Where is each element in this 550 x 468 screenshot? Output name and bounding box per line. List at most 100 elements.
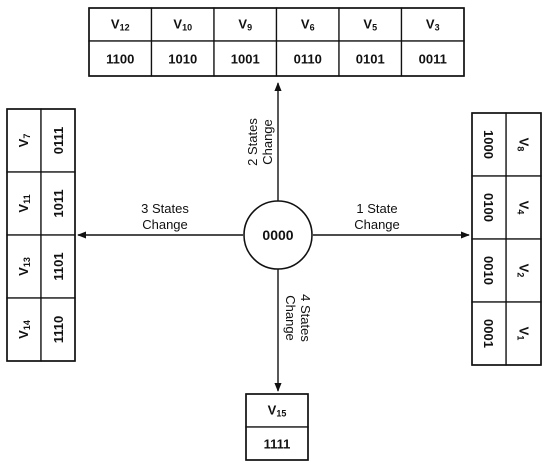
- state-code-label: 0101: [356, 52, 385, 67]
- state-vector-label-subscript: 1: [516, 335, 526, 340]
- state-vector-label-letter: V: [301, 17, 310, 32]
- state-vector-label-letter: V: [363, 17, 372, 32]
- state-vector-label: V14: [16, 320, 32, 339]
- state-vector-label-letter: V: [16, 138, 31, 147]
- state-vector-label: V4: [516, 201, 532, 215]
- left-caption-line2: Change: [142, 217, 188, 232]
- code-cell: [40, 171, 76, 236]
- state-code-label: 0111: [51, 127, 66, 155]
- bottom-caption-line1: 4 States: [298, 294, 313, 342]
- rotated-code-group: 0001: [481, 319, 496, 348]
- state-code-label: 1101: [51, 252, 66, 280]
- state-vector-label-letter: V: [517, 201, 532, 210]
- left-caption-line1: 3 States: [141, 201, 189, 216]
- vector-cell: [338, 7, 403, 42]
- state-vector-label-letter: V: [426, 17, 435, 32]
- state-vector-label-subscript: 2: [516, 272, 526, 277]
- state-vector-label: V3: [426, 17, 440, 33]
- state-vector-label-subscript: 8: [516, 146, 526, 151]
- state-code-label: 1000: [481, 130, 496, 159]
- state-vector-label-subscript: 14: [22, 320, 32, 330]
- state-code-label: 0110: [294, 52, 322, 67]
- state-vector-label-letter: V: [517, 327, 532, 336]
- state-vector-label: V9: [238, 17, 252, 33]
- table-border: [471, 112, 542, 366]
- state-vector-label-letter: V: [517, 264, 532, 273]
- right-caption-line1: 1 State: [356, 201, 397, 216]
- state-code-label: 0001: [481, 319, 496, 348]
- state-vector-label: V11: [16, 194, 32, 212]
- state-code-label: 0100: [481, 193, 496, 222]
- vector-cell: [505, 112, 542, 177]
- state-vector-label: V7: [16, 134, 32, 148]
- rotated-code-group: 0111: [51, 127, 66, 155]
- state-vector-label-subscript: 9: [247, 23, 252, 33]
- state-code-label: 1111: [264, 437, 291, 452]
- state-vector-label: V13: [16, 257, 32, 276]
- state-vector-label: V6: [301, 17, 315, 33]
- table-border: [88, 7, 465, 77]
- center-state-label: 0000: [262, 227, 293, 243]
- rotated-code-group: 1000: [481, 130, 496, 159]
- vector-cell: [6, 234, 42, 299]
- rotated-code-group: 0010: [481, 256, 496, 285]
- state-vector-label-letter: V: [238, 17, 247, 32]
- rotated-vector-group: V4: [516, 201, 532, 215]
- state-vector-label-subscript: 12: [120, 23, 130, 33]
- state-vector-label-subscript: 10: [182, 23, 192, 33]
- right-caption-line2: Change: [354, 217, 400, 232]
- rotated-vector-group: V8: [516, 138, 532, 152]
- code-cell: [88, 40, 153, 77]
- state-vector-label-subscript: 11: [22, 194, 32, 204]
- vector-cell: [505, 175, 542, 240]
- state-vector-label: V1: [516, 327, 532, 341]
- rotated-vector-group: V14: [16, 320, 32, 339]
- rotated-vector-group: V11: [16, 194, 32, 212]
- top-caption-line1: 2 States: [245, 118, 260, 166]
- center-state-node: [243, 200, 313, 270]
- rotated-code-group: 1110: [51, 316, 66, 344]
- code-cell: [40, 297, 76, 362]
- state-vector-label-letter: V: [16, 204, 31, 213]
- state-code-label: 1001: [231, 52, 260, 67]
- state-code-label: 1010: [168, 52, 197, 67]
- table-border: [245, 393, 309, 461]
- state-vector-label: V5: [363, 17, 377, 33]
- state-vector-label-letter: V: [517, 138, 532, 147]
- state-vector-label-letter: V: [111, 17, 120, 32]
- state-code-label: 1011: [51, 189, 66, 217]
- state-vector-label-letter: V: [173, 17, 182, 32]
- code-cell: [40, 234, 76, 299]
- state-vector-label: V10: [173, 17, 192, 33]
- rotated-vector-group: V1: [516, 327, 532, 341]
- state-code-label: 0011: [419, 52, 447, 67]
- code-cell: [471, 175, 507, 240]
- bottom-caption-line2: Change: [283, 295, 298, 341]
- rotated-code-group: 1011: [51, 189, 66, 217]
- state-vector-label-subscript: 4: [516, 209, 526, 214]
- rotated-vector-group: V7: [16, 134, 32, 148]
- state-vector-label-subscript: 6: [310, 23, 315, 33]
- state-vector-label-subscript: 7: [22, 134, 32, 139]
- vector-cell: [505, 238, 542, 303]
- state-code-label: 1100: [106, 52, 134, 67]
- state-vector-label-subscript: 13: [22, 257, 32, 267]
- state-vector-label-letter: V: [268, 403, 277, 418]
- state-vector-label-letter: V: [16, 267, 31, 276]
- state-code-label: 0010: [481, 256, 496, 285]
- rotated-code-group: 1101: [51, 252, 66, 280]
- code-cell: [400, 40, 465, 77]
- rotated-vector-group: V2: [516, 264, 532, 278]
- state-vector-label-subscript: 3: [435, 23, 440, 33]
- state-vector-label-letter: V: [16, 330, 31, 339]
- rotated-code-group: 0100: [481, 193, 496, 222]
- state-vector-label-subscript: 15: [276, 409, 286, 419]
- state-vector-label: V2: [516, 264, 532, 278]
- state-vector-label: V12: [111, 17, 130, 33]
- code-cell: [471, 112, 507, 177]
- top-caption-line2: Change: [260, 119, 275, 165]
